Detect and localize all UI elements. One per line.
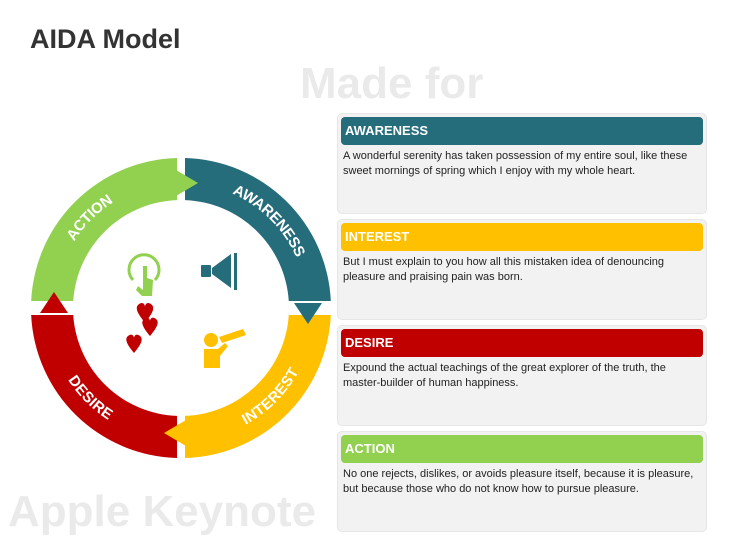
arrow-action-to-awareness [176, 170, 198, 196]
desire-segment [31, 315, 177, 458]
stage-card-desire: DESIRE Expound the actual teachings of t… [337, 325, 707, 426]
stage-card-awareness: AWARENESS A wonderful serenity has taken… [337, 113, 707, 214]
arrow-interest-to-desire [164, 420, 186, 446]
action-segment [31, 158, 177, 301]
card-header: INTEREST [341, 223, 703, 251]
card-description: Expound the actual teachings of the grea… [343, 362, 666, 389]
megaphone-icon [201, 253, 237, 290]
card-description: A wonderful serenity has taken possessio… [343, 150, 688, 177]
card-description: But I must explain to you how all this m… [343, 256, 665, 283]
card-header: ACTION [341, 435, 703, 463]
card-header: AWARENESS [341, 117, 703, 145]
interest-segment [185, 315, 331, 458]
awareness-segment [185, 158, 331, 301]
page-title: AIDA Model [30, 24, 181, 54]
stage-card-interest: INTEREST But I must explain to you how a… [337, 219, 707, 320]
hearts-icon [126, 302, 158, 353]
card-description: No one rejects, dislikes, or avoids plea… [343, 468, 694, 495]
telescope-person-icon [204, 329, 246, 368]
card-header: DESIRE [341, 329, 703, 357]
stage-card-action: ACTION No one rejects, dislikes, or avoi… [337, 431, 707, 532]
click-hand-icon [127, 253, 161, 296]
aida-cycle-diagram: AWARENESS ACTION INTEREST DESIRE [31, 158, 331, 458]
arrow-awareness-to-interest [294, 303, 322, 324]
arrow-desire-to-action [40, 292, 68, 313]
